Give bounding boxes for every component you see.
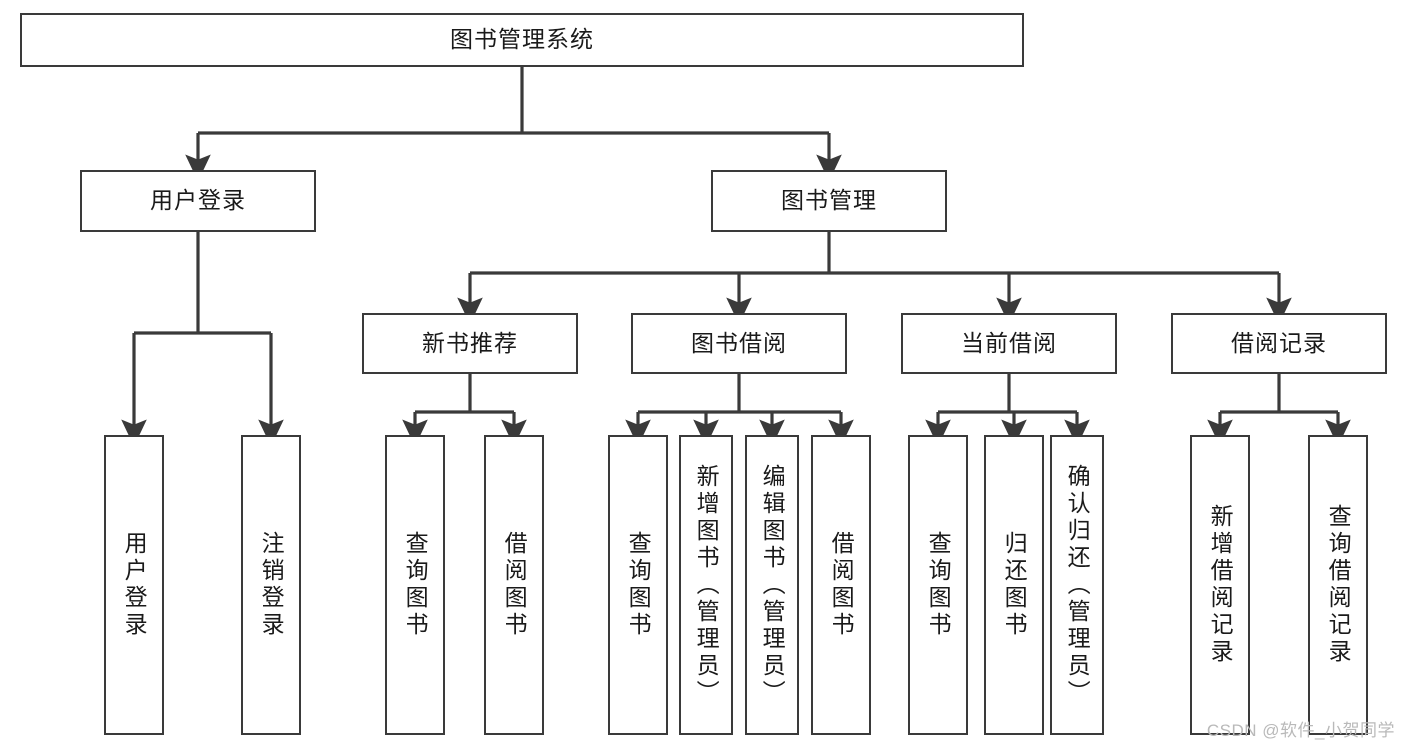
node-leaf-confirm-return[interactable]: 确认归还（管理员） [1050, 435, 1104, 735]
node-leaf-add-book-admin[interactable]: 新增图书（管理员） [679, 435, 733, 735]
node-leaf-add-borrow-record[interactable]: 新增借阅记录 [1190, 435, 1250, 735]
node-book-manage[interactable]: 图书管理 [711, 170, 947, 232]
node-label: 归还图书 [1001, 531, 1028, 639]
node-book-borrow[interactable]: 图书借阅 [631, 313, 847, 374]
node-leaf-user-login[interactable]: 用户登录 [104, 435, 164, 735]
node-leaf-logout[interactable]: 注销登录 [241, 435, 301, 735]
node-leaf-edit-book-admin[interactable]: 编辑图书（管理员） [745, 435, 799, 735]
node-label: 新增借阅记录 [1207, 504, 1234, 666]
node-label: 确认归还（管理员） [1064, 463, 1091, 707]
node-label: 注销登录 [258, 531, 285, 639]
node-leaf-return-book[interactable]: 归还图书 [984, 435, 1044, 735]
csdn-watermark: CSDN @软件_小贺同学 [1206, 721, 1395, 740]
node-borrow-record[interactable]: 借阅记录 [1171, 313, 1387, 374]
node-label: 新书推荐 [422, 329, 518, 356]
node-label: 查询借阅记录 [1325, 504, 1352, 666]
node-label: 图书管理 [781, 187, 877, 214]
node-new-book-recommend[interactable]: 新书推荐 [362, 313, 578, 374]
node-leaf-borrow-book-1[interactable]: 借阅图书 [484, 435, 544, 735]
node-label: 借阅记录 [1231, 329, 1327, 356]
node-label: 编辑图书（管理员） [759, 463, 786, 707]
node-label: 用户登录 [150, 187, 246, 214]
node-leaf-borrow-book-2[interactable]: 借阅图书 [811, 435, 871, 735]
node-leaf-query-book-3[interactable]: 查询图书 [908, 435, 968, 735]
node-label: 当前借阅 [961, 329, 1057, 356]
node-label: 查询图书 [402, 531, 429, 639]
node-user-login[interactable]: 用户登录 [80, 170, 316, 232]
node-label: 用户登录 [121, 531, 148, 639]
node-leaf-query-borrow-rec[interactable]: 查询借阅记录 [1308, 435, 1368, 735]
node-leaf-query-book-1[interactable]: 查询图书 [385, 435, 445, 735]
node-label: 查询图书 [625, 531, 652, 639]
node-label: 查询图书 [925, 531, 952, 639]
node-leaf-query-book-2[interactable]: 查询图书 [608, 435, 668, 735]
node-root[interactable]: 图书管理系统 [20, 13, 1024, 67]
node-label: 图书管理系统 [450, 26, 594, 53]
node-label: 借阅图书 [828, 531, 855, 639]
node-label: 图书借阅 [691, 329, 787, 356]
node-current-borrow[interactable]: 当前借阅 [901, 313, 1117, 374]
node-label: 新增图书（管理员） [693, 463, 720, 707]
node-label: 借阅图书 [501, 531, 528, 639]
